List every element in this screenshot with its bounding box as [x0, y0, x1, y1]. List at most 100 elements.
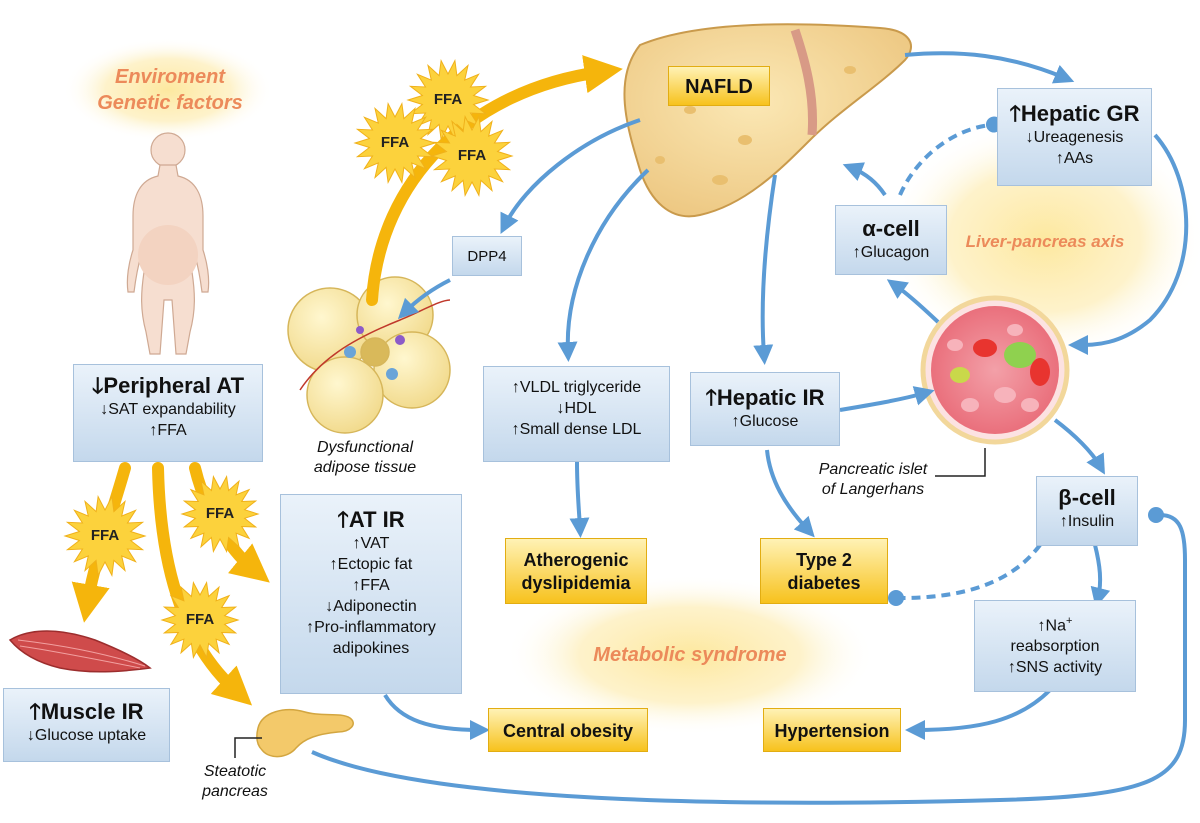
- ffa-label: FFA: [433, 91, 463, 108]
- islet-caption: Pancreatic islet of Langerhans: [808, 460, 938, 500]
- environment-line2: Genetic factors: [97, 92, 243, 114]
- blue-arrows: [311, 51, 1189, 805]
- at-ir-box: 🡑AT IR ↑VAT ↑Ectopic fat ↑FFA ↓Adiponect…: [280, 494, 462, 694]
- at-ir-line: FFA: [360, 577, 390, 594]
- pancreas-caption-line2: pancreas: [202, 783, 268, 800]
- metabolic-syndrome-label: Metabolic syndrome: [593, 644, 787, 666]
- alpha-cell-line: Glucagon: [860, 244, 930, 261]
- dashed-inhibitions: [888, 116, 1042, 607]
- ffa-label: FFA: [90, 527, 120, 544]
- peripheral-at-title: Peripheral AT: [103, 373, 245, 398]
- islet-caption-pointer: [935, 448, 986, 477]
- ffa-starburst: [63, 494, 147, 578]
- environment-glow: [63, 38, 273, 142]
- islet-caption-line2: of Langerhans: [821, 481, 925, 498]
- lipids-line: HDL: [564, 400, 597, 417]
- central-obesity-box: Central obesity: [488, 708, 648, 752]
- atherogenic-line2: dyslipidemia: [521, 573, 631, 593]
- hepatic-gr-title: Hepatic GR: [1020, 101, 1140, 126]
- down-arrow-icon: ↓: [100, 401, 109, 418]
- atherogenic-dyslipidemia-box: Atherogenic dyslipidemia: [505, 538, 647, 604]
- liver-to-lipids-arrow: [557, 168, 650, 362]
- ffa-label: FFA: [185, 611, 215, 628]
- up-arrow-icon: 🡑: [1009, 101, 1021, 126]
- up-arrow-icon: ↑: [852, 244, 861, 261]
- beta-cell-title: β-cell: [1058, 485, 1116, 510]
- muscle-ir-line: Glucose uptake: [34, 727, 147, 744]
- beta-cell-to-na-arrow: [1090, 544, 1111, 608]
- environment-line1: Enviroment: [114, 66, 226, 88]
- up-arrow-icon: ↑: [1059, 513, 1068, 530]
- islet-to-beta-cell-arrow: [1053, 418, 1105, 475]
- ffa-to-liver-arrow: [366, 55, 623, 306]
- hepatic-ir-box: 🡑Hepatic IR ↑Glucose: [690, 372, 840, 446]
- up-arrow-icon: ↑: [329, 556, 338, 573]
- at-ir-line: Ectopic fat: [337, 556, 413, 573]
- dpp4-label: DPP4: [467, 248, 507, 265]
- up-arrow-icon: ↑: [511, 421, 520, 438]
- up-arrow-icon: ↑: [149, 422, 158, 439]
- liver-icon: [623, 23, 912, 218]
- pancreatic-islet-icon: [920, 295, 1070, 445]
- hepatic-gr-to-islet-arrow: [1068, 133, 1189, 355]
- adipose-caption-line1: Dysfunctional: [316, 439, 414, 456]
- hepatic-gr-alpha-cell-inhibition: [898, 116, 1002, 196]
- adipose-caption-line2: adipose tissue: [313, 459, 417, 476]
- liver-pancreas-axis-label: Liver-pancreas axis: [965, 232, 1125, 251]
- hepatic-ir-title: Hepatic IR: [716, 385, 825, 410]
- pancreas-caption: Steatotic pancreas: [185, 762, 285, 802]
- up-arrow-icon: ↑: [731, 413, 740, 430]
- up-arrow-icon: ↑: [511, 379, 520, 396]
- at-ir-to-central-obesity-arrow: [383, 693, 490, 740]
- type-2-diabetes-box: Type 2 diabetes: [760, 538, 888, 604]
- muscle-ir-box: 🡑Muscle IR ↓Glucose uptake: [3, 688, 170, 762]
- lipids-box: ↑VLDL triglyceride ↓HDL ↑Small dense LDL: [483, 366, 670, 462]
- hepatic-ir-line: Glucose: [739, 413, 799, 430]
- adipose-tissue-icon: [287, 276, 451, 434]
- na-reabsorption-box: ↑Na+ reabsorption ↑SNS activity: [974, 600, 1136, 692]
- na-to-hypertension-arrow: [905, 688, 1052, 740]
- nafld-box: NAFLD: [668, 66, 770, 106]
- pancreas-caption-pointer: [234, 737, 262, 758]
- adipose-caption: Dysfunctional adipose tissue: [300, 438, 430, 478]
- liver-to-hepatic-gr-arrow: [904, 51, 1075, 84]
- hepatic-ir-to-islet-arrow: [839, 386, 935, 412]
- pancreas-to-beta-cell-inhibition: [311, 506, 1187, 805]
- islet-caption-line1: Pancreatic islet: [818, 461, 928, 478]
- muscle-icon: [8, 630, 152, 673]
- ffa-starbursts: [63, 58, 514, 659]
- beta-cell-box: β-cell ↑Insulin: [1036, 476, 1138, 546]
- t2d-line2: diabetes: [787, 573, 861, 593]
- hepatic-gr-line: Ureagenesis: [1033, 129, 1124, 146]
- hepatic-gr-box: 🡑Hepatic GR ↓Ureagenesis ↑AAs: [997, 88, 1152, 186]
- metabolic-syndrome-glow: [505, 575, 875, 735]
- muscle-ir-title: Muscle IR: [40, 699, 144, 724]
- down-arrow-icon: ↓: [556, 400, 565, 417]
- human-body-icon: [126, 132, 210, 355]
- up-arrow-icon: 🡑: [29, 699, 41, 724]
- peripheral-at-line: SAT expandability: [108, 401, 236, 418]
- at-ir-line: adipokines: [332, 640, 410, 657]
- up-arrow-icon: ↑: [352, 535, 361, 552]
- down-arrow-icon: ↓: [1025, 129, 1034, 146]
- hepatic-gr-line: AAs: [1063, 150, 1094, 167]
- down-arrow-icon: 🡓: [91, 373, 104, 398]
- at-ir-line: VAT: [360, 535, 390, 552]
- up-arrow-icon: 🡑: [705, 385, 717, 410]
- down-arrow-icon: ↓: [325, 598, 334, 615]
- sns-activity-label: SNS activity: [1015, 659, 1103, 677]
- at-ir-line: Adiponectin: [333, 598, 417, 615]
- alpha-cell-title: α-cell: [862, 216, 920, 241]
- islet-to-alpha-cell-arrow: [886, 279, 940, 324]
- peripheral-at-box: 🡓Peripheral AT ↓SAT expandability ↑FFA: [73, 364, 263, 462]
- up-arrow-icon: ↑: [1007, 659, 1016, 677]
- ffa-label: FFA: [457, 147, 487, 164]
- up-arrow-icon: ↑: [352, 577, 361, 594]
- alpha-cell-to-liver-arrow: [842, 162, 887, 197]
- ffa-to-pancreas-arrow: [152, 462, 253, 706]
- ffa-starburst: [430, 114, 514, 198]
- ffa-starburst: [353, 101, 437, 185]
- central-obesity-label: Central obesity: [502, 721, 634, 741]
- up-arrow-icon: ↑: [306, 619, 315, 636]
- hypertension-label: Hypertension: [774, 721, 890, 741]
